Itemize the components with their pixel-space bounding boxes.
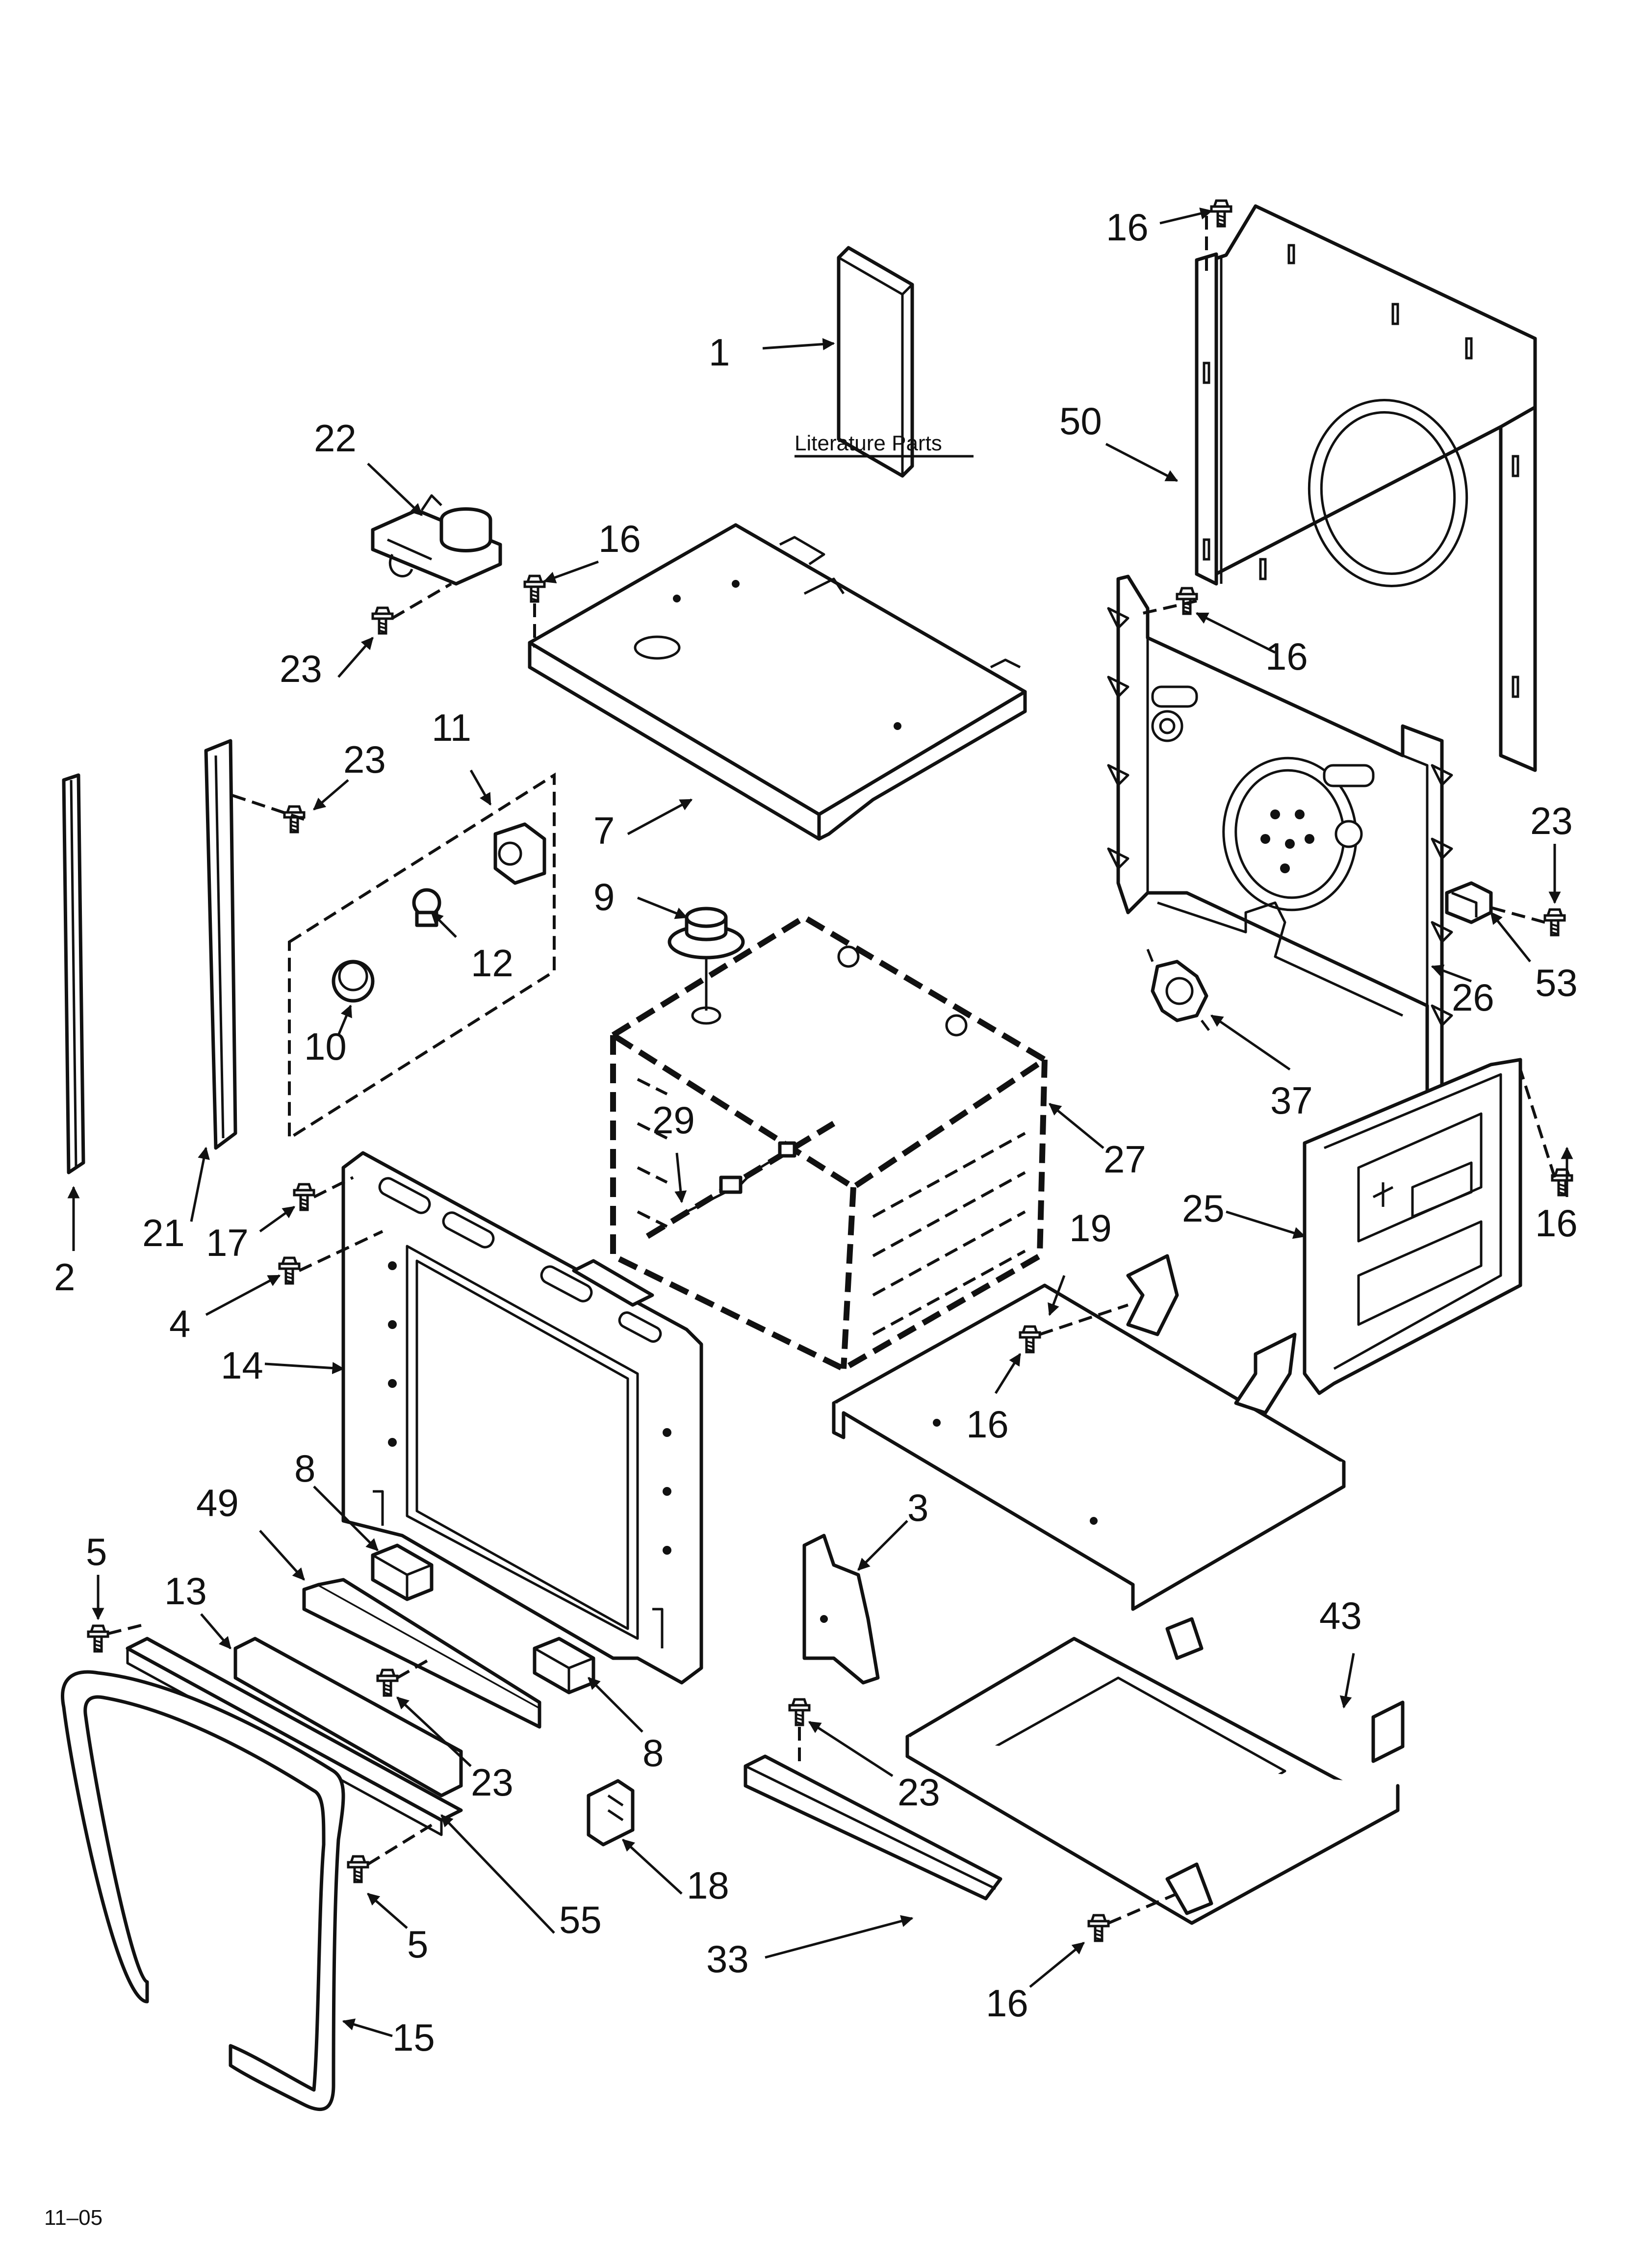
knob-switch-group bbox=[288, 772, 556, 1141]
callout-15: 15 bbox=[392, 2016, 435, 2059]
callout-16: 16 bbox=[1535, 1201, 1578, 1245]
callout-25: 25 bbox=[1182, 1187, 1225, 1230]
screw-17 bbox=[294, 1184, 314, 1210]
revision-code: 11–05 bbox=[44, 2206, 103, 2230]
thermal-cutoff bbox=[1146, 949, 1210, 1031]
cavity-light-socket bbox=[667, 907, 745, 1011]
callout-18: 18 bbox=[687, 1864, 729, 1907]
callout-23: 23 bbox=[1530, 799, 1573, 842]
callout-33: 33 bbox=[706, 1937, 749, 1981]
callout-23: 23 bbox=[471, 1761, 513, 1804]
callout-10: 10 bbox=[304, 1025, 347, 1068]
screw-23-trim-lower bbox=[790, 1699, 809, 1725]
callout-labels: 1 16 50 16 22 16 23 23 11 7 9 12 10 23 5… bbox=[54, 206, 1578, 2059]
callout-43: 43 bbox=[1319, 1594, 1362, 1637]
literature-parts-caption: Literature Parts bbox=[795, 431, 942, 455]
callout-8: 8 bbox=[642, 1731, 664, 1774]
door-gasket bbox=[61, 1670, 345, 2111]
callout-1: 1 bbox=[709, 331, 730, 374]
callout-27: 27 bbox=[1103, 1138, 1146, 1181]
callout-17: 17 bbox=[206, 1221, 249, 1264]
callout-3: 3 bbox=[907, 1486, 928, 1529]
callout-12: 12 bbox=[471, 941, 513, 985]
callout-53: 53 bbox=[1535, 961, 1578, 1004]
callout-16: 16 bbox=[1265, 635, 1308, 678]
hinge-clip bbox=[587, 1779, 635, 1847]
rear-top-panel bbox=[1195, 204, 1537, 772]
callout-29: 29 bbox=[652, 1098, 695, 1142]
callout-4: 4 bbox=[169, 1302, 190, 1345]
screw-16-side bbox=[1552, 1170, 1572, 1195]
callout-16: 16 bbox=[986, 1981, 1028, 2025]
callout-2: 2 bbox=[54, 1255, 75, 1299]
callout-23: 23 bbox=[343, 738, 386, 781]
callout-7: 7 bbox=[593, 809, 615, 852]
side-panel bbox=[1303, 1058, 1522, 1395]
screw-23-clip bbox=[1545, 910, 1565, 935]
oven-cavity bbox=[607, 913, 1051, 1372]
rail-strip bbox=[233, 1637, 463, 1798]
left-front-trim bbox=[204, 739, 237, 1150]
switch-assembly bbox=[371, 494, 502, 586]
front-frame bbox=[341, 1151, 703, 1685]
callout-13: 13 bbox=[164, 1569, 207, 1613]
callout-5: 5 bbox=[407, 1923, 428, 1966]
screw-16-tray bbox=[1089, 1915, 1108, 1941]
spacer-block-lower bbox=[533, 1637, 595, 1694]
bracket-clip bbox=[1445, 881, 1493, 924]
callout-37: 37 bbox=[1270, 1079, 1313, 1122]
callout-22: 22 bbox=[314, 417, 357, 460]
callout-21: 21 bbox=[142, 1211, 185, 1254]
screw-16-top-panel bbox=[525, 576, 544, 601]
callout-16: 16 bbox=[966, 1403, 1009, 1446]
callout-23: 23 bbox=[280, 647, 322, 690]
callout-19: 19 bbox=[1069, 1206, 1112, 1250]
front-channel bbox=[302, 1578, 541, 1729]
literature-booklet bbox=[837, 246, 914, 478]
strip bbox=[62, 773, 85, 1174]
bottom-trim bbox=[744, 1754, 1002, 1901]
alignment-lines bbox=[107, 216, 1556, 1925]
callout-55: 55 bbox=[559, 1898, 602, 1941]
bottom-panel bbox=[832, 1254, 1346, 1611]
temperature-sensor bbox=[676, 1141, 796, 1218]
callout-23: 23 bbox=[898, 1771, 940, 1814]
callout-9: 9 bbox=[593, 875, 615, 918]
leader-lines bbox=[67, 208, 1567, 2037]
screw-5-left bbox=[88, 1626, 108, 1651]
screw-16-top bbox=[1211, 201, 1231, 226]
callout-14: 14 bbox=[221, 1344, 263, 1387]
screw-5-rail bbox=[348, 1856, 368, 1882]
callout-16: 16 bbox=[598, 517, 641, 560]
callout-50: 50 bbox=[1059, 399, 1102, 443]
callout-49: 49 bbox=[196, 1481, 239, 1524]
top-panel bbox=[528, 523, 1027, 841]
spacer-block-upper bbox=[371, 1543, 434, 1601]
screw-4 bbox=[280, 1258, 299, 1283]
callout-5: 5 bbox=[86, 1530, 107, 1573]
callout-26: 26 bbox=[1452, 976, 1494, 1019]
bottom-tray bbox=[905, 1617, 1405, 1925]
callout-16: 16 bbox=[1106, 206, 1149, 249]
screw-23-channel bbox=[378, 1670, 397, 1695]
screw-23-switch bbox=[373, 608, 392, 633]
small-bracket bbox=[802, 1534, 880, 1685]
callout-8: 8 bbox=[294, 1447, 315, 1490]
callout-11: 11 bbox=[432, 706, 471, 749]
